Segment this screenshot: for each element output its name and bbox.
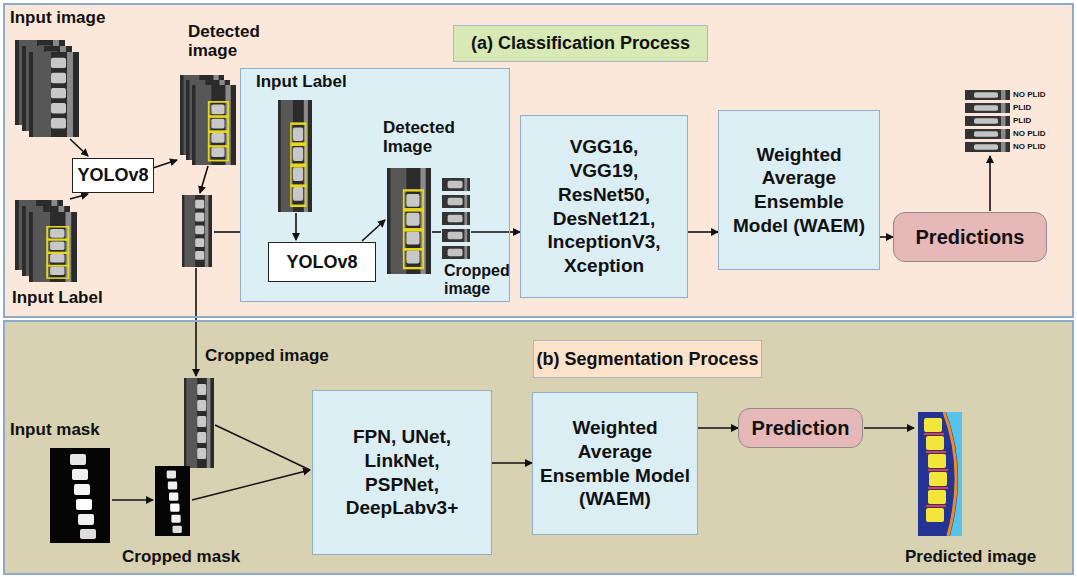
input-label-stack [15,200,77,282]
flow-arrow [153,160,177,168]
flow-arrow [989,156,991,211]
prediction-thumbnails [965,116,1010,126]
input-image-stack [29,52,79,137]
flow-arrow [70,194,88,199]
ensemble-box: Weighted Average Ensemble Model (WAEM) [532,392,698,535]
panel-caption: Cropped image [444,262,508,298]
flow-arrow [688,231,718,233]
box-text: VGG16, VGG19, ResNet50, DesNet121, Incep… [548,135,661,278]
flow-arrow [112,499,153,501]
detected-image-stack [180,75,236,165]
prediction-thumbnails [965,90,1010,100]
box-text: Predictions [916,226,1025,249]
section-band: (a) Classification ProcessYOLOv8Input La… [3,3,1074,318]
cropped-image [182,195,212,267]
image-label: Cropped mask [122,547,240,566]
predicted-segmentation-image [928,454,946,468]
image-label: Cropped image [205,346,329,365]
flow-arrow [880,236,893,238]
box-text: Prediction [752,417,850,440]
predicted-segmentation-image [924,433,944,435]
prediction-box: Predictions [893,212,1047,262]
flow-arrow [70,139,88,156]
prediction-thumbnails [965,90,1010,152]
predicted-segmentation-image [946,412,962,536]
predicted-segmentation-image [928,487,948,489]
model-list-box: FPN, UNet, LinkNet, PSPNet, DeepLabv3+ [312,390,492,555]
band-ground [3,320,1074,575]
predicted-segmentation-image [918,412,962,536]
prediction-tag: PLID [1013,104,1031,112]
box-text: YOLOv8 [286,252,357,273]
cropped-patches [442,229,470,242]
image-label: Input mask [10,420,100,439]
input-image-stack [15,40,79,137]
prediction-thumbnails [965,142,1010,152]
label-image [278,100,312,212]
section-title: (b) Segmentation Process [533,340,762,378]
cropped-patches [442,178,470,259]
prediction-thumbnails [965,103,1010,113]
predicted-segmentation-image [928,490,946,504]
panel-caption: Detected Image [383,118,478,156]
flow-arrow [214,231,240,233]
cropped-mask-image [155,466,190,536]
box-text: Weighted Average Ensemble Model (WAEM) [725,143,873,238]
box-text: Weighted Average Ensemble Model (WAEM) [539,416,691,511]
prediction-tag: PLID [1013,117,1031,125]
input-mask-image [50,448,110,543]
flow-arrow [200,166,208,193]
predicted-segmentation-image [929,472,947,486]
band-ground [3,3,1074,318]
cropped-patches [442,195,470,208]
section-title: (a) Classification Process [453,25,708,62]
flow-arrow [362,220,385,241]
detected-image-stack [192,85,236,165]
image-label: Detected image [188,22,270,60]
cropped-patches [442,246,470,259]
detector-box: YOLOv8 [72,158,154,193]
predicted-segmentation-image [926,508,944,522]
flow-arrow [510,231,520,233]
cropped-patches [442,212,470,225]
box-text: FPN, UNet, LinkNet, PSPNet, DeepLabv3+ [346,425,458,520]
image-label: Input image [10,8,105,27]
prediction-tag: NO PLID [1013,130,1045,138]
flow-arrow [432,231,441,233]
section-band: (b) Segmentation ProcessFPN, UNet, LinkN… [3,320,1074,575]
predicted-segmentation-image [926,451,946,453]
flow-arrow [492,462,532,464]
flow-arrow [864,427,914,429]
cropped-image [184,378,214,468]
predicted-segmentation-image [926,505,946,507]
detected-image [387,168,431,274]
panel-ground [240,68,510,302]
prediction-thumbnails [965,129,1010,139]
predicted-segmentation-image [924,418,942,432]
flow-arrow [215,425,310,470]
prediction-box: Prediction [738,408,863,448]
detection-panel: Input LabelDetected ImageCropped image YO… [240,68,510,302]
predicted-segmentation-image [918,412,962,536]
prediction-tag: NO PLID [1013,143,1045,151]
ensemble-box: Weighted Average Ensemble Model (WAEM) [718,110,880,270]
predicted-segmentation-image [926,436,944,450]
flow-arrow [192,470,310,500]
flow-arrow [195,268,197,376]
predicted-segmentation-image [928,469,948,471]
panel-caption: Input Label [256,72,347,91]
detector-box: YOLOv8 [268,242,376,282]
input-label-stack [29,212,77,282]
prediction-tag: NO PLID [1013,91,1045,99]
flow-arrow [295,213,297,240]
cropped-patches [442,178,470,191]
flow-arrow [698,427,738,429]
box-text: YOLOv8 [77,165,148,186]
image-label: Input Label [12,288,103,307]
image-label: Predicted image [905,547,1036,566]
model-list-box: VGG16, VGG19, ResNet50, DesNet121, Incep… [520,115,688,298]
flow-arrow [471,231,510,233]
